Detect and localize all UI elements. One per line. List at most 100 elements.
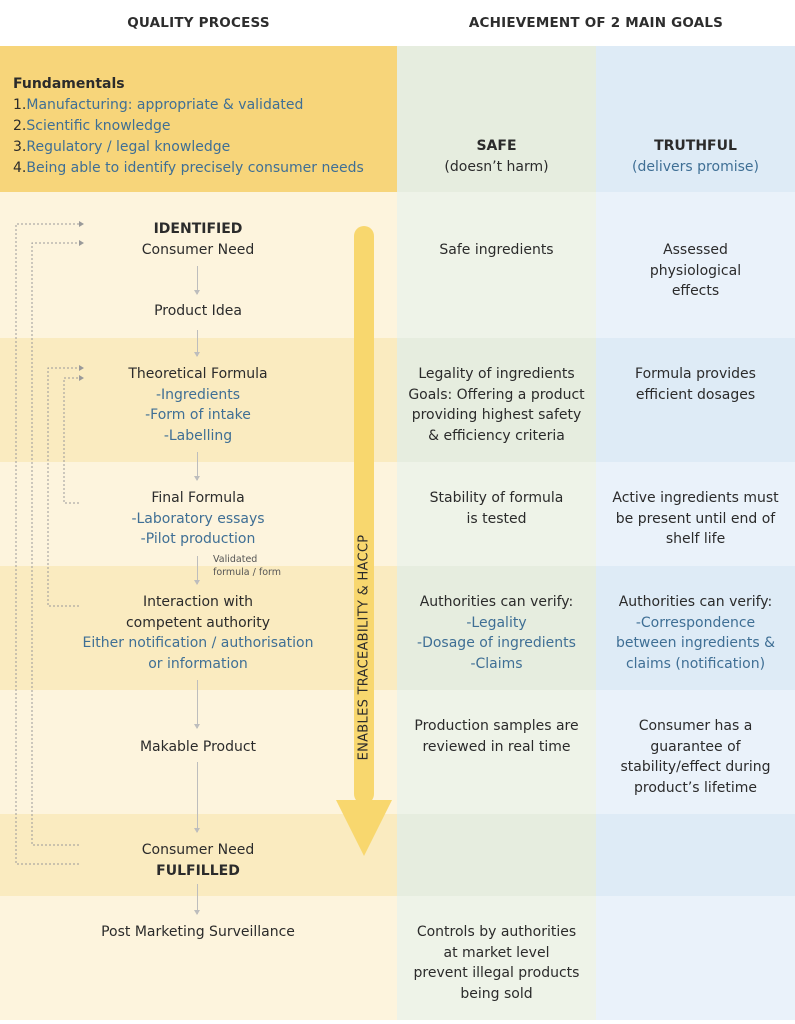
fundamentals-item-number: 4.	[13, 160, 27, 176]
flow-arrow	[194, 330, 200, 357]
fundamentals-item: 3.Regulatory / legal knowledge	[13, 137, 393, 158]
safe-header-bg	[397, 46, 596, 192]
flow-arrow	[194, 452, 200, 481]
safe-goal: SAFE (doesn’t harm)	[397, 136, 596, 177]
stage-process-line: -Form of intake	[145, 407, 251, 424]
stage-truthful-line: claims (notification)	[625, 655, 766, 672]
fundamentals-item-text: Being able to identify precisely consume…	[26, 160, 364, 176]
row-bg	[397, 192, 596, 338]
stage-process-line: Product Idea	[154, 303, 242, 320]
row-bg	[397, 814, 596, 896]
truthful-header-bg	[596, 46, 795, 192]
stage-safe-cell: Stability of formula is tested	[397, 488, 596, 529]
stage-truthful-line: stability/effect during	[620, 759, 771, 776]
fundamentals-item-text: Manufacturing: appropriate & validated	[26, 97, 304, 113]
safe-title: SAFE	[476, 138, 517, 154]
flow-arrow	[194, 884, 200, 915]
loop-arrowhead	[79, 365, 84, 371]
truthful-goal: TRUTHFUL (delivers promise)	[596, 136, 795, 177]
stage-safe-line: being sold	[460, 985, 533, 1002]
row-bg	[397, 566, 596, 690]
row-bg	[0, 690, 397, 814]
stage-process-line: Either notification / authorisation	[82, 635, 314, 652]
fundamentals-item-number: 2.	[13, 118, 27, 134]
fundamentals-item: 1.Manufacturing: appropriate & validated	[13, 95, 393, 116]
stage-truthful-line: between ingredients &	[615, 635, 776, 652]
stage-truthful-line: be present until end of	[615, 510, 776, 527]
row-bg	[596, 192, 795, 338]
row-bg	[596, 566, 795, 690]
stage-process-cell: Theoretical Formula-Ingredients-Form of …	[58, 364, 338, 446]
row-bg	[0, 814, 397, 896]
stage-process-line: FULFILLED	[156, 862, 240, 879]
quality-process-header: QUALITY PROCESS	[127, 15, 270, 31]
stage-process-line: -Pilot production	[140, 531, 256, 548]
stage-truthful-line: guarantee of	[650, 738, 741, 755]
fundamentals-item-number: 3.	[13, 139, 27, 155]
truthful-title: TRUTHFUL	[654, 138, 737, 154]
stage-safe-line: -Legality	[466, 614, 527, 631]
stage-safe-line: Safe ingredients	[439, 242, 554, 258]
flow-arrow	[194, 556, 200, 585]
stage-truthful-line: shelf life	[665, 531, 726, 548]
row-bg	[596, 690, 795, 814]
feedback-loop-inner	[63, 377, 79, 504]
row-bg	[397, 338, 596, 462]
stage-process-cell: Final Formula-Laboratory essays-Pilot pr…	[58, 488, 338, 550]
stage-safe-line: Stability of formula	[429, 490, 564, 506]
row-bg	[596, 814, 795, 896]
stage-truthful-line: -Correspondence	[635, 614, 756, 631]
stage-truthful-cell: Authorities can verify: -Correspondence be…	[596, 592, 795, 674]
row-bg	[397, 462, 596, 566]
stage-safe-line: at market level	[443, 944, 550, 961]
stage-truthful-line: physiological	[649, 262, 742, 279]
loop-arrowhead	[79, 375, 84, 381]
stage-safe-line: is tested	[466, 510, 527, 527]
feedback-loop-second	[31, 242, 79, 846]
feedback-loop-third	[47, 367, 79, 607]
stage-truthful-line: Assessed	[663, 242, 728, 258]
stage-process-line: -Labelling	[163, 427, 233, 444]
stage-safe-line: Controls by authorities	[416, 924, 577, 940]
row-bg	[397, 896, 596, 1020]
row-bg	[0, 338, 397, 462]
stage-safe-line: Production samples are	[414, 718, 579, 734]
stage-process-line: Makable Product	[139, 738, 257, 755]
stage-truthful-line: Authorities can verify:	[618, 594, 773, 610]
loop-arrowhead	[79, 240, 84, 246]
stage-safe-line: Goals: Offering a product	[408, 386, 585, 403]
truthful-subtitle: (delivers promise)	[632, 158, 759, 175]
stage-safe-line: -Claims	[470, 655, 523, 672]
fundamentals-item: 2.Scientific knowledge	[13, 116, 393, 137]
validated-note-line: Validated	[213, 554, 258, 565]
row-bg	[596, 896, 795, 1020]
traceability-arrow-head	[336, 800, 392, 856]
fundamentals-item-text: Scientific knowledge	[26, 118, 171, 134]
stage-process-line: Final Formula	[151, 490, 245, 506]
row-bg	[397, 690, 596, 814]
stage-process-line: IDENTIFIED	[153, 221, 243, 237]
row-bg	[596, 338, 795, 462]
stage-process-line: Consumer Need	[141, 241, 255, 258]
stage-truthful-cell: Consumer has a guarantee of stability/effe…	[596, 716, 795, 798]
stage-truthful-line: Active ingredients must	[612, 490, 779, 506]
stage-truthful-line: Consumer has a	[638, 718, 753, 734]
fundamentals-item: 4.Being able to identify precisely consu…	[13, 158, 393, 179]
stage-process-line: Post Marketing Surveillance	[101, 924, 295, 940]
stage-process-line: Consumer Need	[141, 842, 255, 858]
stage-safe-cell: Authorities can verify:-Legality-Dosage …	[397, 592, 596, 674]
row-bg	[0, 896, 397, 1020]
stage-safe-line: Authorities can verify:	[419, 594, 574, 610]
stage-process-line: Theoretical Formula	[128, 366, 268, 382]
validated-note-line: formula / form	[213, 567, 282, 578]
fundamentals-list: 1.Manufacturing: appropriate & validated…	[13, 95, 393, 179]
stage-process-cell: Makable Product	[58, 716, 338, 757]
fundamentals-item-number: 1.	[13, 97, 27, 113]
